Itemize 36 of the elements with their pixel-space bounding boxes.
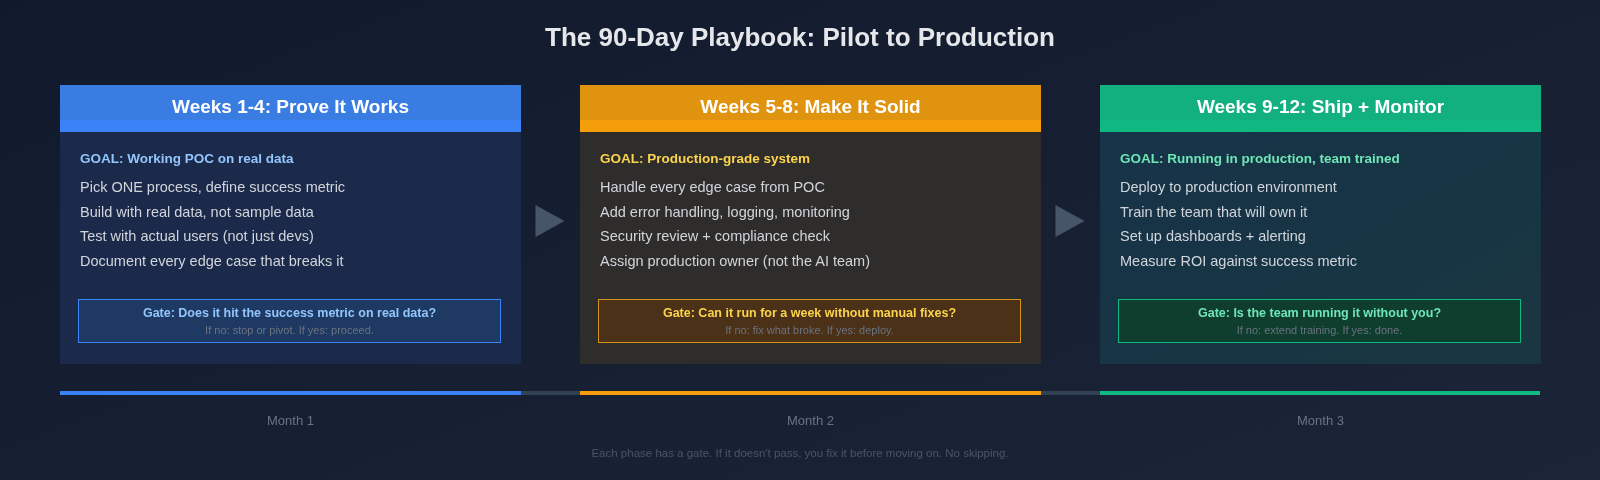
task-text: Security review + compliance check [600, 228, 831, 244]
gate-note: If no: stop or pivot. If yes: proceed. [204, 324, 375, 336]
task-text: Set up dashboards + alerting [1120, 228, 1306, 244]
arrow [1055, 205, 1085, 237]
month-label: Month 2 [786, 413, 835, 428]
phase-header: Weeks 5-8: Make It Solid [580, 85, 1041, 132]
task-text: Measure ROI against success metric [1120, 252, 1357, 269]
gate-box [598, 299, 1021, 343]
phase-header: Weeks 1-4: Prove It Works [60, 85, 521, 132]
task-text: Handle every edge case from POC [600, 179, 825, 195]
gate-question: Gate: Is the team running it without you? [1196, 306, 1443, 320]
task-text: Add error handling, logging, monitoring [600, 203, 850, 220]
phase-card [580, 85, 1041, 364]
task-text: Pick ONE process, define success metric [80, 179, 346, 195]
task-text: Train the team that will own it [1120, 203, 1308, 220]
task-text: Deploy to production environment [1120, 179, 1337, 195]
gate-question: Gate: Can it run for a week without manual fixes? [661, 306, 958, 320]
task-text: Document every edge case that breaks it [80, 252, 344, 269]
arrow [535, 205, 565, 237]
gate-note: If no: fix what broke. If yes: deploy. [724, 324, 895, 336]
month-label: Month 3 [1296, 413, 1345, 428]
gate-question: Gate: Does it hit the success metric on real data? [141, 306, 438, 320]
task-text: Test with actual users (not just devs) [80, 228, 314, 244]
month-label: Month 1 [266, 413, 315, 428]
task-text: Assign production owner (not the AI team) [600, 252, 870, 269]
phase-header: Weeks 9-12: Ship + Monitor [1100, 85, 1541, 132]
goal-text: GOAL: Production-grade system [600, 151, 811, 166]
goal-text: GOAL: Running in production, team trained [1120, 151, 1400, 166]
gate-box [78, 299, 501, 343]
task-text: Build with real data, not sample data [80, 203, 314, 220]
diagram-title: The 90-Day Playbook: Pilot to Production [544, 22, 1056, 53]
phase-card [60, 85, 521, 364]
gate-note: If no: extend training. If yes: done. [1235, 324, 1404, 336]
goal-text: GOAL: Working POC on real data [80, 151, 294, 166]
gate-box [1118, 299, 1521, 343]
phase-card [1100, 85, 1541, 364]
